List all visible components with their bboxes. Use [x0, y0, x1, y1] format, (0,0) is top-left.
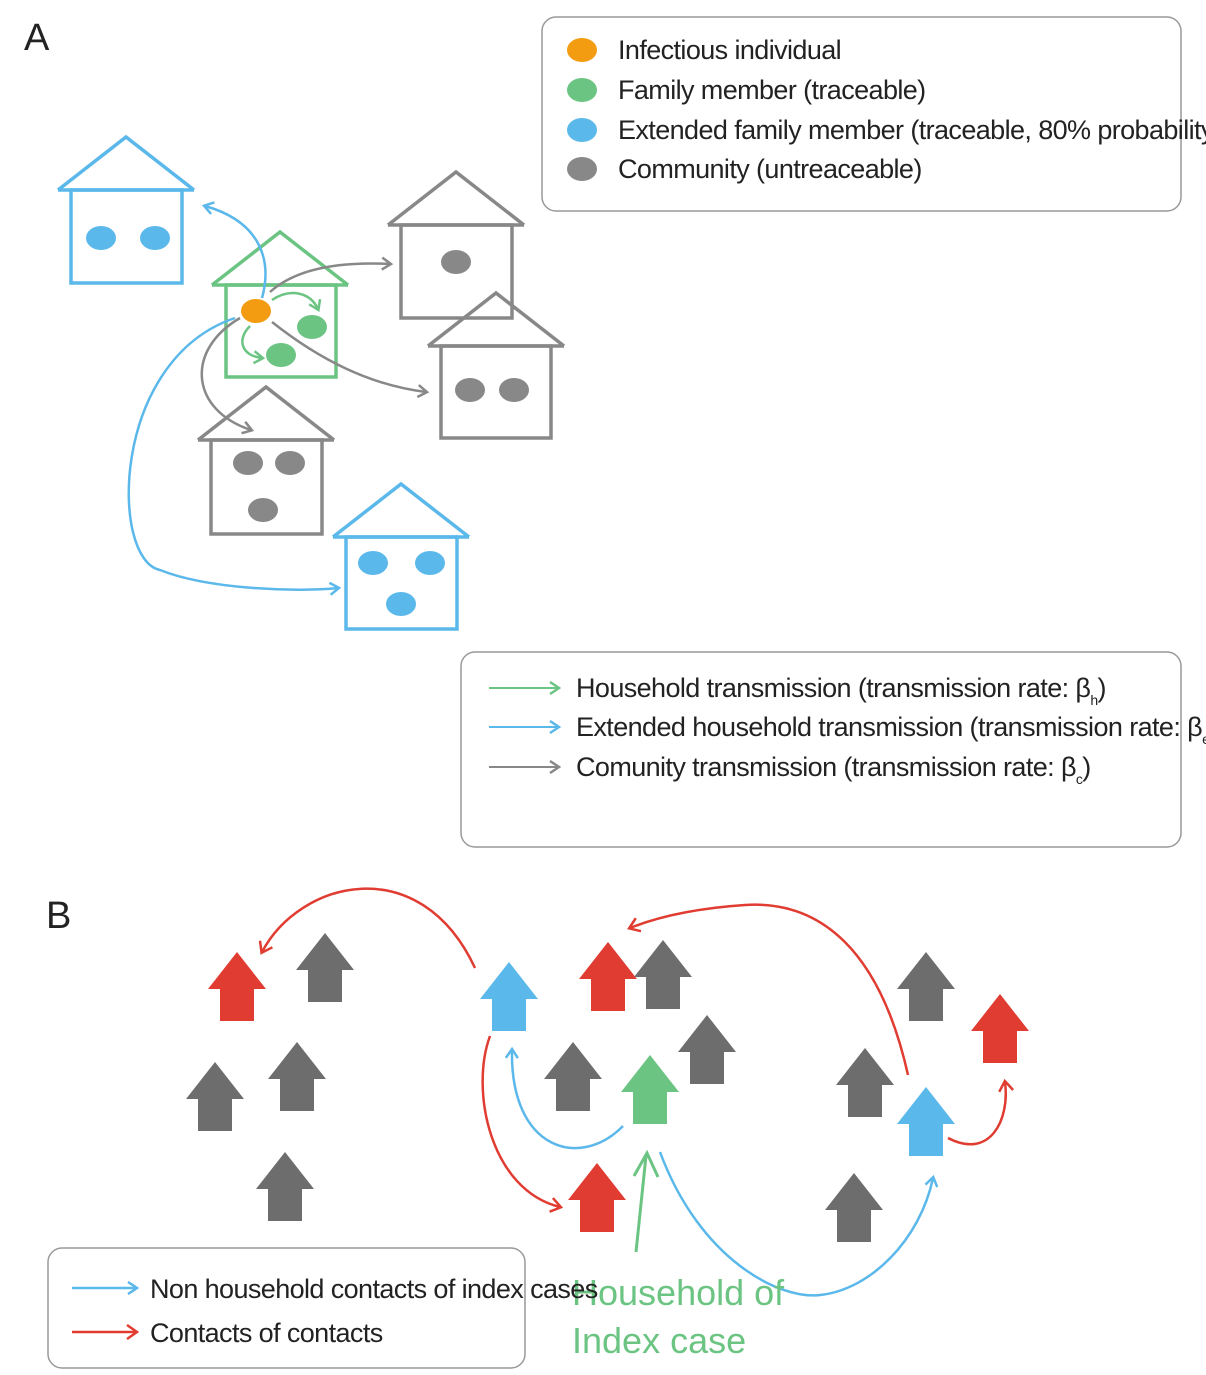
- arrow-contact-of-contact: [630, 903, 910, 1076]
- house-community: [296, 933, 354, 1002]
- legend-swatch-extended: [567, 118, 597, 142]
- community-member: [441, 250, 471, 274]
- house-community: [825, 1173, 883, 1242]
- panel-b-houses: [186, 933, 1029, 1242]
- house-extended-2: [331, 481, 471, 631]
- arrow-non-household-contact: [658, 1151, 933, 1297]
- legend-label-non-household: Non household contacts of index cases: [150, 1274, 598, 1304]
- legend-swatch-family: [567, 78, 597, 102]
- house-community: [186, 1062, 244, 1131]
- legend-label-household: Household transmission (transmission rat…: [576, 673, 1106, 708]
- legend-label-extended-household: Extended household transmission (transmi…: [576, 712, 1206, 747]
- infectious-individual: [241, 299, 271, 323]
- arrow-non-household-contact: [512, 1050, 624, 1150]
- arrow-contact-of-contact: [947, 1082, 1006, 1146]
- family-member: [297, 315, 327, 339]
- legend-label-contacts-of-contacts: Contacts of contacts: [150, 1318, 383, 1348]
- house-community: [634, 940, 692, 1009]
- arrow-contact-of-contact: [262, 887, 477, 969]
- arrow-household-transmission: [271, 291, 318, 309]
- house-community: [678, 1015, 736, 1084]
- legend-label-community-transmission: Comunity transmission (transmission rate…: [576, 752, 1091, 787]
- node-legend: Infectious individual Family member (tra…: [541, 16, 1206, 212]
- legend-label-community: Community (untreaceable): [618, 154, 922, 184]
- legend-swatch-community: [567, 157, 597, 181]
- panel-a-label: A: [24, 17, 50, 59]
- house-contact-of-contact: [579, 942, 637, 1011]
- index-household-annotation-line-1: Household of: [572, 1272, 785, 1313]
- extended-family-member: [415, 551, 445, 575]
- house-contact-of-contact: [208, 952, 266, 1021]
- arrow-contact-of-contact: [481, 1035, 560, 1207]
- extended-family-member: [358, 551, 388, 575]
- arrow-community-transmission: [200, 316, 251, 430]
- house-community: [544, 1042, 602, 1111]
- house-extended-1: [56, 134, 196, 285]
- arrow-community-transmission: [271, 321, 426, 392]
- arrow-community-transmission: [269, 264, 390, 293]
- extended-family-member: [140, 226, 170, 250]
- house-community-1: [386, 169, 526, 320]
- community-member: [275, 451, 305, 475]
- house-index-case: [621, 1055, 679, 1124]
- arrow-extended-transmission: [127, 316, 338, 590]
- panel-b-label: B: [46, 895, 71, 937]
- house-non-household-contact: [480, 962, 538, 1031]
- arrow-household-transmission: [241, 325, 262, 358]
- legend-swatch-infectious: [567, 38, 597, 62]
- transmission-legend: Household transmission (transmission rat…: [460, 651, 1206, 848]
- arrow-extended-transmission: [205, 206, 267, 299]
- house-community: [897, 952, 955, 1021]
- community-member: [499, 378, 529, 402]
- community-member: [233, 451, 263, 475]
- extended-family-member: [86, 226, 116, 250]
- family-member: [266, 343, 296, 367]
- house-contact-of-contact: [568, 1163, 626, 1232]
- house-community: [268, 1042, 326, 1111]
- legend-label-infectious: Infectious individual: [618, 35, 841, 65]
- arrow-index-household-head: [632, 1149, 660, 1178]
- legend-label-family: Family member (traceable): [618, 75, 926, 105]
- house-community-2: [426, 290, 566, 440]
- house-community-3: [196, 384, 336, 536]
- arrow-index-household-pointer: [634, 1155, 648, 1253]
- community-member: [455, 378, 485, 402]
- house-community: [836, 1048, 894, 1117]
- house-non-household-contact: [897, 1087, 955, 1156]
- panel-b-legend: Non household contacts of index cases Co…: [47, 1247, 598, 1369]
- extended-family-member: [386, 592, 416, 616]
- legend-label-extended: Extended family member (traceable, 80% p…: [618, 115, 1206, 145]
- community-member: [248, 498, 278, 522]
- house-community: [256, 1152, 314, 1221]
- house-contact-of-contact: [971, 994, 1029, 1063]
- index-household-annotation-line-2: Index case: [572, 1320, 746, 1361]
